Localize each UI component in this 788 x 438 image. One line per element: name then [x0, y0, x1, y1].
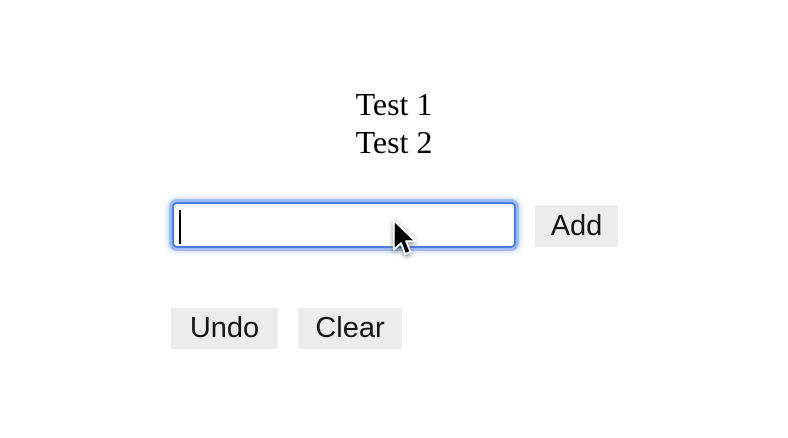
new-item-input[interactable]: [172, 202, 516, 248]
text-caret: [179, 210, 181, 244]
list-item: Test 1: [355, 86, 433, 122]
clear-button[interactable]: Clear: [298, 308, 402, 349]
list-item: Test 2: [355, 124, 433, 160]
item-list: Test 1 Test 2: [170, 85, 618, 161]
add-button[interactable]: Add: [535, 205, 618, 247]
undo-button[interactable]: Undo: [171, 308, 278, 349]
